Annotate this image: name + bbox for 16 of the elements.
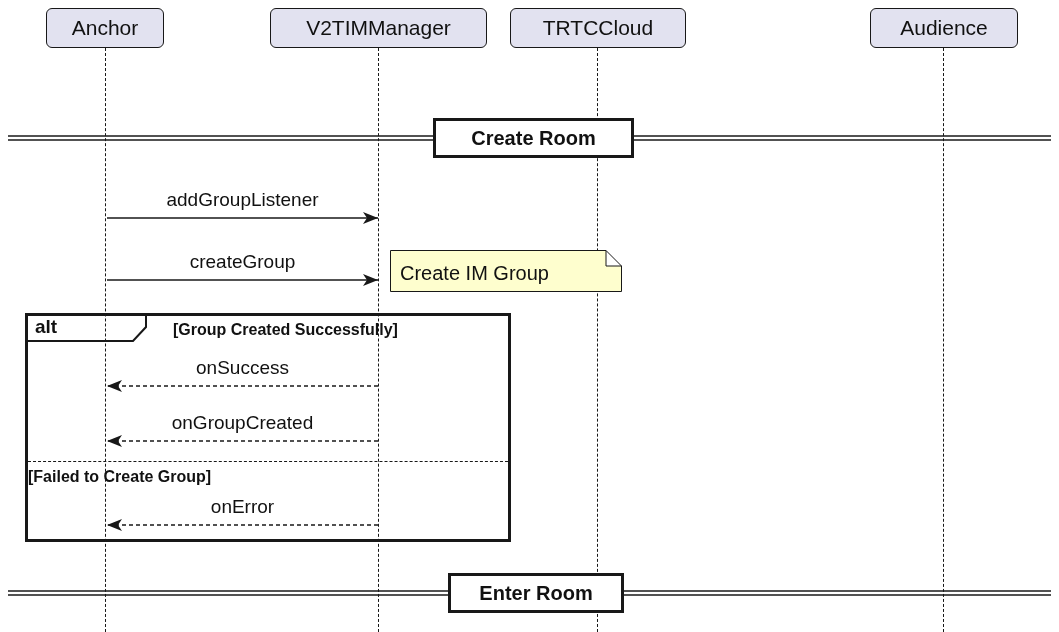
message-arrow — [106, 212, 379, 224]
message-arrow — [106, 274, 379, 286]
lifeline — [943, 48, 945, 632]
guard-condition: [Group Created Successfully] — [173, 320, 398, 340]
note: Create IM Group — [390, 250, 622, 292]
lifeline — [105, 48, 107, 632]
guard-condition: [Failed to Create Group] — [28, 467, 212, 487]
lifeline — [378, 48, 380, 632]
fragment-keyword: alt — [35, 315, 58, 339]
message-arrow — [106, 435, 379, 447]
participant-box: V2TIMManager — [270, 8, 487, 48]
participant-box: Anchor — [46, 8, 164, 48]
message-arrow — [106, 380, 379, 392]
participant-box: TRTCCloud — [510, 8, 686, 48]
message-arrow — [106, 519, 379, 531]
participant-box: Audience — [870, 8, 1018, 48]
